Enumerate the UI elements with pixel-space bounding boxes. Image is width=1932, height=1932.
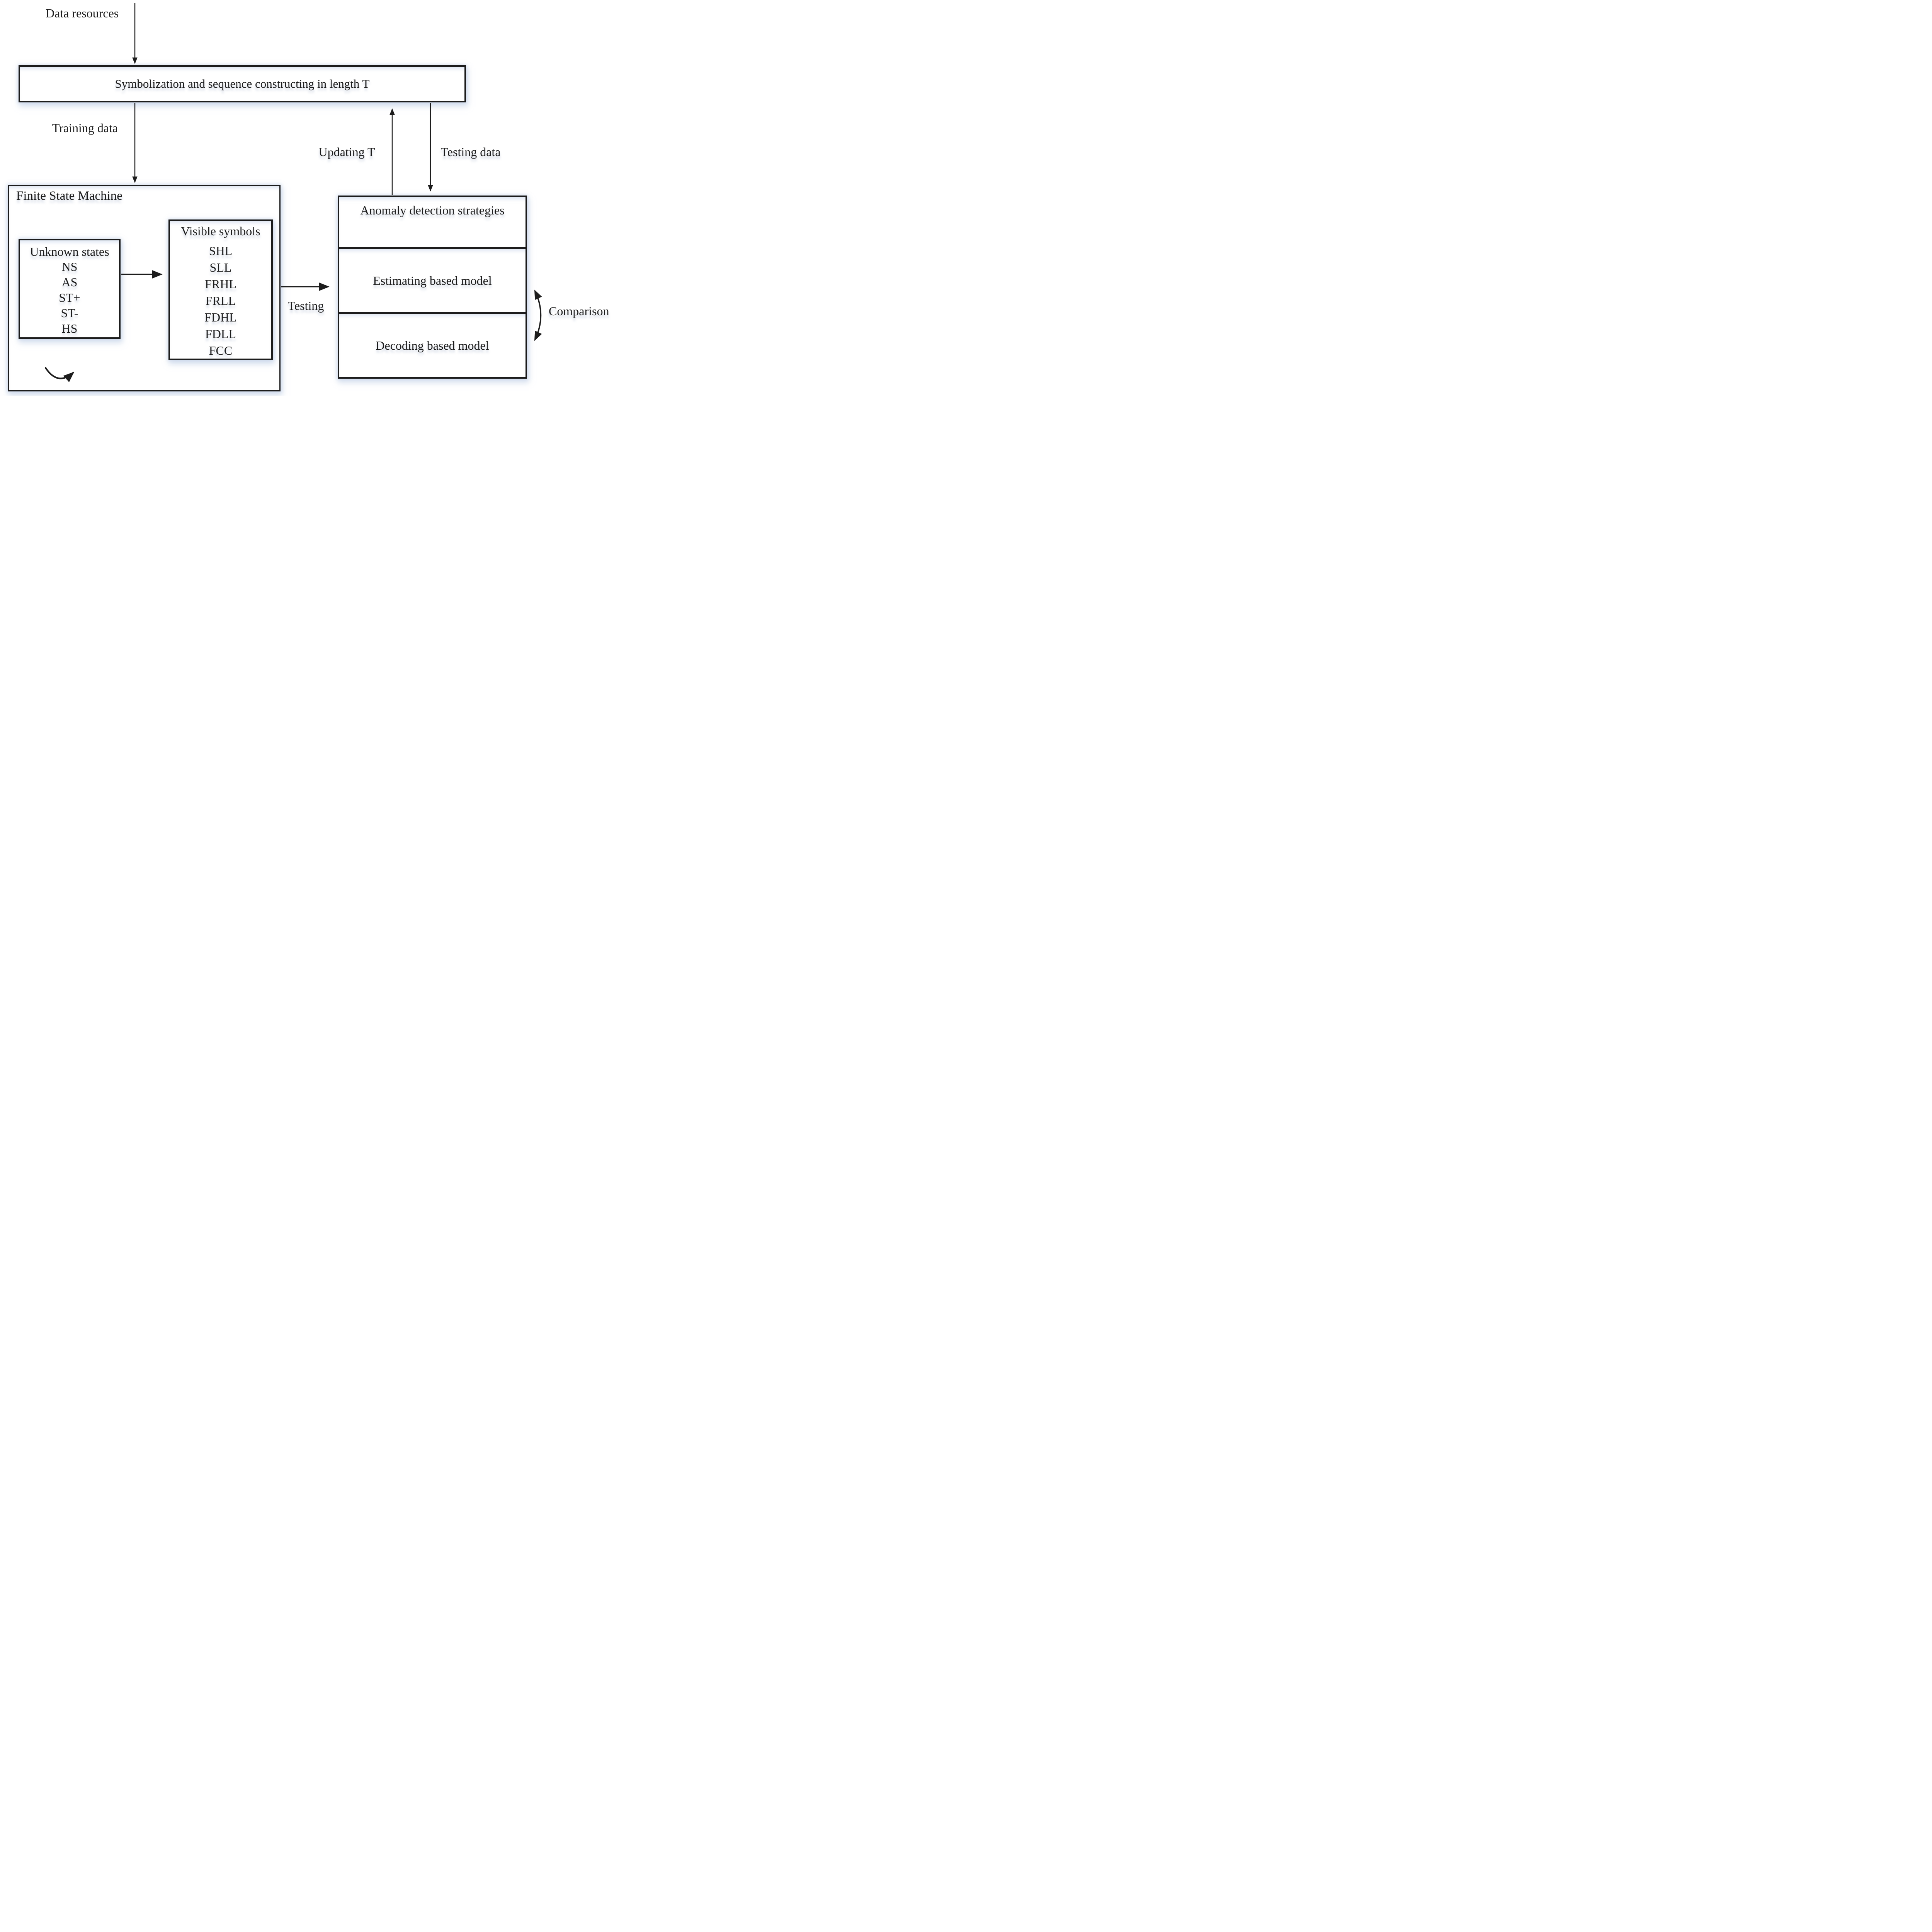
data-resources-label: Data resources	[46, 6, 119, 20]
visible-symbol-item: FCC	[209, 344, 233, 357]
visible-symbol-item: FDHL	[204, 310, 237, 324]
unknown-states-title: Unknown states	[30, 245, 109, 259]
unknown-state-item: ST+	[59, 291, 80, 304]
diagram-canvas: Data resources Training data Updating T …	[0, 0, 613, 396]
visible-symbol-item: SHL	[209, 244, 233, 258]
unknown-state-item: AS	[61, 275, 78, 289]
visible-symbols-title: Visible symbols	[181, 224, 260, 238]
estimating-model-label: Estimating based model	[373, 273, 492, 287]
visible-symbol-item: FDLL	[205, 327, 236, 341]
comparison-label: Comparison	[549, 304, 609, 318]
estimating-model-section: Estimating based model	[339, 247, 526, 312]
comparison-arrow	[534, 289, 542, 341]
unknown-state-item: ST-	[61, 306, 78, 320]
decoding-model-label: Decoding based model	[376, 338, 489, 352]
unknown-states-list: NS AS ST+ ST- HS	[59, 259, 80, 336]
visible-symbol-item: FRLL	[205, 294, 236, 308]
visible-symbols-list: SHL SLL FRHL FRLL FDHL FDLL FCC	[204, 243, 237, 359]
decoding-model-section: Decoding based model	[339, 312, 526, 377]
updating-t-label: Updating T	[318, 145, 375, 159]
training-data-label: Training data	[52, 121, 118, 135]
testing-label: Testing	[287, 299, 324, 313]
symbolization-box: Symbolization and sequence constructing …	[19, 65, 466, 102]
anomaly-detection-title: Anomaly detection strategies	[360, 203, 505, 217]
visible-symbol-item: FRHL	[205, 277, 236, 291]
visible-symbol-item: SLL	[209, 260, 232, 274]
visible-symbols-box: Visible symbols SHL SLL FRHL FRLL FDHL F…	[168, 219, 273, 360]
arrow-layer	[45, 3, 542, 383]
unknown-state-item: HS	[61, 321, 78, 335]
aij-loop-arrow	[45, 367, 75, 383]
unknown-state-item: NS	[61, 260, 78, 274]
testing-data-label: Testing data	[440, 145, 501, 159]
anomaly-title-section: Anomaly detection strategies	[339, 197, 526, 247]
anomaly-detection-box: Anomaly detection strategies Estimating …	[338, 196, 527, 379]
fsm-box-title: Finite State Machine	[16, 189, 122, 203]
unknown-states-box: Unknown states NS AS ST+ ST- HS	[19, 239, 121, 339]
symbolization-box-title: Symbolization and sequence constructing …	[115, 77, 370, 90]
